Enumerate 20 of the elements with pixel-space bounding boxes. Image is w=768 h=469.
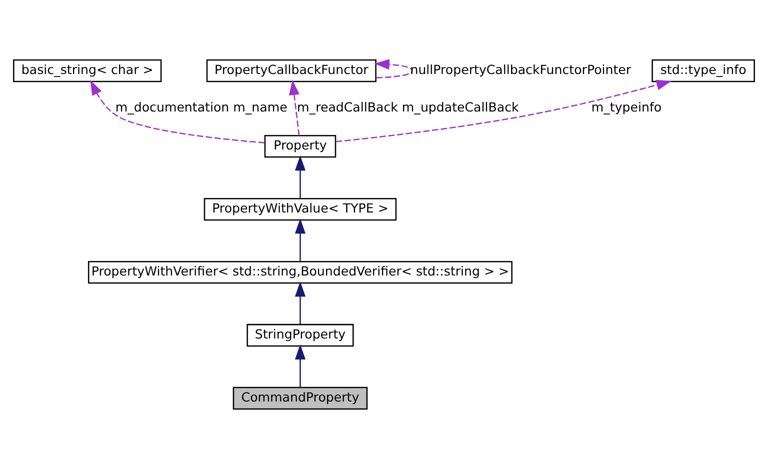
arrow (294, 344, 306, 387)
node-box: CommandProperty (232, 386, 368, 410)
arrow (374, 59, 413, 78)
edge-label: nullPropertyCallbackFunctorPointer (410, 62, 632, 77)
node-box: PropertyWithValue< TYPE > (204, 198, 397, 221)
arrow (288, 80, 300, 136)
node-box: std::type_info (652, 59, 755, 82)
arrow (336, 80, 672, 142)
arrow (294, 281, 306, 324)
edge-label: m_readCallBack m_updateCallBack (297, 100, 519, 115)
edge-label: m_typeinfo (591, 100, 662, 115)
arrow (90, 80, 265, 144)
node-box: PropertyCallbackFunctor (206, 59, 376, 82)
node-box: StringProperty (246, 324, 354, 347)
arrow (294, 218, 306, 262)
node-box: PropertyWithVerifier< std::string,BoundedVerifier< std::string > > (88, 260, 512, 284)
node-box: Property (264, 135, 336, 158)
edge-label: m_documentation m_name (115, 100, 288, 115)
arrow (294, 155, 306, 198)
node-box: basic_string< char > (13, 59, 162, 82)
